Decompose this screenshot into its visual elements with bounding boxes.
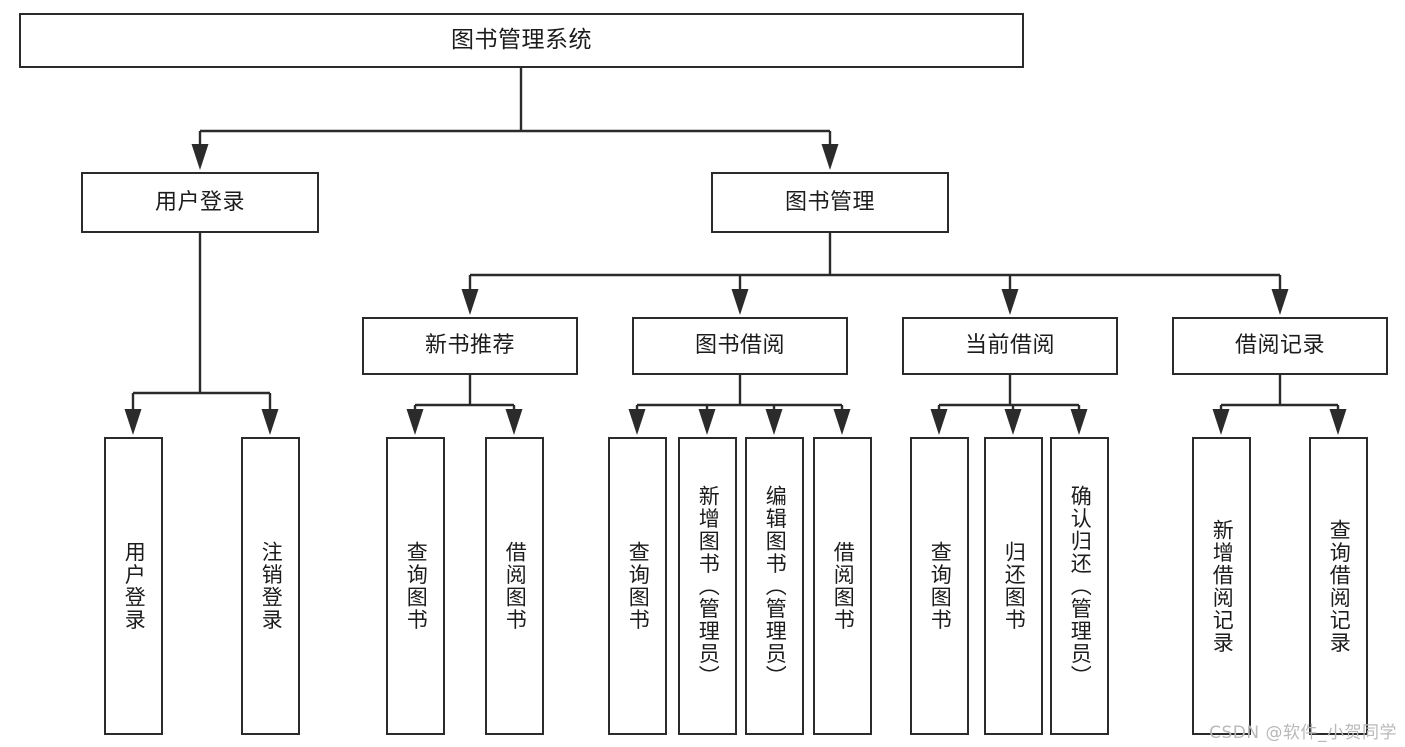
connector-arrowhead [698, 409, 716, 435]
node-label-leaf-query-record: 查询借阅记录 [1327, 518, 1352, 654]
node-leaf-logout[interactable]: 注销登录 [241, 437, 300, 735]
connector-arrowhead [765, 409, 783, 435]
node-book-borrow[interactable]: 图书借阅 [632, 317, 848, 375]
node-label-book-borrow: 图书借阅 [694, 333, 785, 359]
connector-arrowhead [124, 409, 142, 435]
node-label-root: 图书管理系统 [451, 27, 592, 54]
connector-arrowhead [406, 409, 424, 435]
node-label-user-login: 用户登录 [154, 189, 245, 215]
connector-arrowhead [833, 409, 851, 435]
node-leaf-add-book[interactable]: 新增图书（管理员） [678, 437, 737, 735]
connector-arrowhead [261, 409, 279, 435]
node-book-manage[interactable]: 图书管理 [711, 172, 949, 233]
connector-arrowhead [191, 144, 209, 170]
node-label-borrow-record: 借阅记录 [1234, 333, 1325, 359]
node-label-leaf-borrow-book-1: 借阅图书 [503, 541, 528, 631]
node-label-leaf-confirm-return: 确认归还（管理员） [1068, 484, 1093, 688]
node-label-leaf-edit-book: 编辑图书（管理员） [763, 484, 788, 688]
node-label-leaf-add-book: 新增图书（管理员） [696, 484, 721, 688]
node-leaf-return-book[interactable]: 归还图书 [984, 437, 1043, 735]
connector-book-manage-to-level2 [461, 233, 1289, 315]
node-label-current-borrow: 当前借阅 [964, 333, 1055, 359]
connector-arrowhead [1070, 409, 1088, 435]
node-user-login[interactable]: 用户登录 [81, 172, 319, 233]
node-label-leaf-add-record: 新增借阅记录 [1210, 518, 1235, 654]
node-current-borrow[interactable]: 当前借阅 [902, 317, 1118, 375]
node-label-leaf-query-book-2: 查询图书 [626, 541, 651, 631]
node-leaf-query-book-3[interactable]: 查询图书 [910, 437, 969, 735]
node-leaf-borrow-book-2[interactable]: 借阅图书 [813, 437, 872, 735]
node-label-leaf-user-login: 用户登录 [122, 541, 147, 631]
node-label-new-book-recommend: 新书推荐 [424, 333, 515, 359]
node-root[interactable]: 图书管理系统 [19, 13, 1024, 68]
node-label-book-manage: 图书管理 [784, 189, 875, 215]
connector-current-to-leaves [930, 375, 1088, 435]
connector-root-to-level1 [191, 68, 839, 170]
connector-arrowhead [1001, 289, 1019, 315]
connector-arrowhead [1271, 289, 1289, 315]
connector-record-to-leaves [1212, 375, 1347, 435]
connector-arrowhead [1212, 409, 1230, 435]
node-label-leaf-query-book-3: 查询图书 [928, 541, 953, 631]
connector-arrowhead [461, 289, 479, 315]
connector-arrowhead [1329, 409, 1347, 435]
node-label-leaf-return-book: 归还图书 [1002, 541, 1027, 631]
node-label-leaf-logout: 注销登录 [259, 541, 284, 631]
node-new-book-recommend[interactable]: 新书推荐 [362, 317, 578, 375]
node-borrow-record[interactable]: 借阅记录 [1172, 317, 1388, 375]
connector-arrowhead [628, 409, 646, 435]
connector-recommend-to-leaves [406, 375, 523, 435]
watermark-label: CSDN @软件_小贺同学 [1209, 723, 1397, 743]
node-leaf-user-login[interactable]: 用户登录 [104, 437, 163, 735]
connector-arrowhead [821, 144, 839, 170]
node-leaf-edit-book[interactable]: 编辑图书（管理员） [745, 437, 804, 735]
node-label-leaf-query-book-1: 查询图书 [404, 541, 429, 631]
node-leaf-borrow-book-1[interactable]: 借阅图书 [485, 437, 544, 735]
node-leaf-query-book-2[interactable]: 查询图书 [608, 437, 667, 735]
connector-arrowhead [1004, 409, 1022, 435]
node-leaf-confirm-return[interactable]: 确认归还（管理员） [1050, 437, 1109, 735]
node-leaf-query-book-1[interactable]: 查询图书 [386, 437, 445, 735]
connector-arrowhead [505, 409, 523, 435]
connector-arrowhead [731, 289, 749, 315]
node-leaf-add-record[interactable]: 新增借阅记录 [1192, 437, 1251, 735]
node-label-leaf-borrow-book-2: 借阅图书 [831, 541, 856, 631]
connector-user-login-to-leaves [124, 233, 279, 435]
connector-borrow-to-leaves [628, 375, 851, 435]
connector-arrowhead [930, 409, 948, 435]
node-leaf-query-record[interactable]: 查询借阅记录 [1309, 437, 1368, 735]
